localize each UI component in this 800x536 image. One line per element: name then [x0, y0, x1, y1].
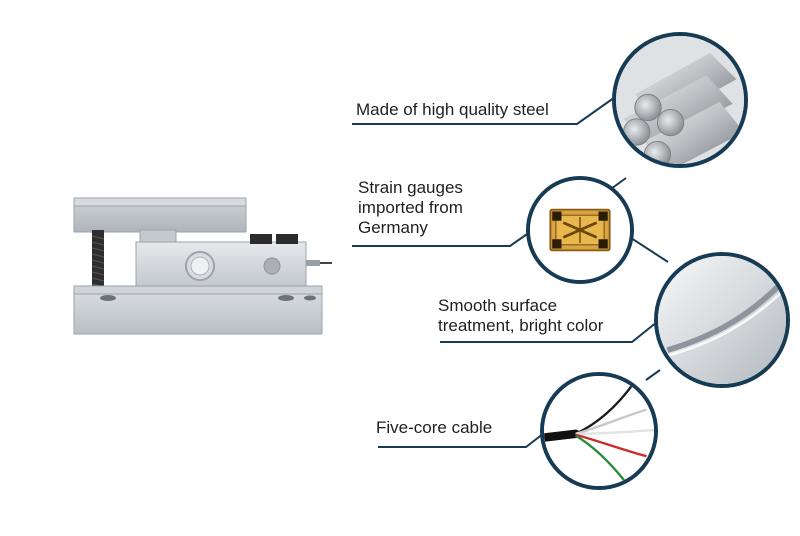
- label-strain-gauges: Strain gauges imported from Germany: [358, 178, 463, 238]
- label-steel: Made of high quality steel: [356, 100, 549, 120]
- label-steel-line: Made of high quality steel: [356, 100, 549, 119]
- strain-gauge-image: [526, 176, 634, 284]
- label-surface-line-2: treatment, bright color: [438, 316, 604, 335]
- five-core-cable-image: [540, 372, 658, 490]
- polished-surface-image: [654, 252, 790, 388]
- label-surface: Smooth surface treatment, bright color: [438, 296, 603, 336]
- connector-strain: [352, 231, 531, 247]
- steel-rods-image: [612, 32, 748, 168]
- load-cell-mount-image: [60, 190, 340, 350]
- label-strain-line-2: imported from: [358, 198, 463, 217]
- connector-surface: [440, 317, 663, 343]
- connector-steel: [352, 94, 619, 125]
- label-strain-line-1: Strain gauges: [358, 178, 463, 197]
- label-cable-line: Five-core cable: [376, 418, 493, 437]
- label-surface-line-1: Smooth surface: [438, 296, 558, 315]
- label-cable: Five-core cable: [376, 418, 492, 438]
- label-strain-line-3: Germany: [358, 218, 428, 237]
